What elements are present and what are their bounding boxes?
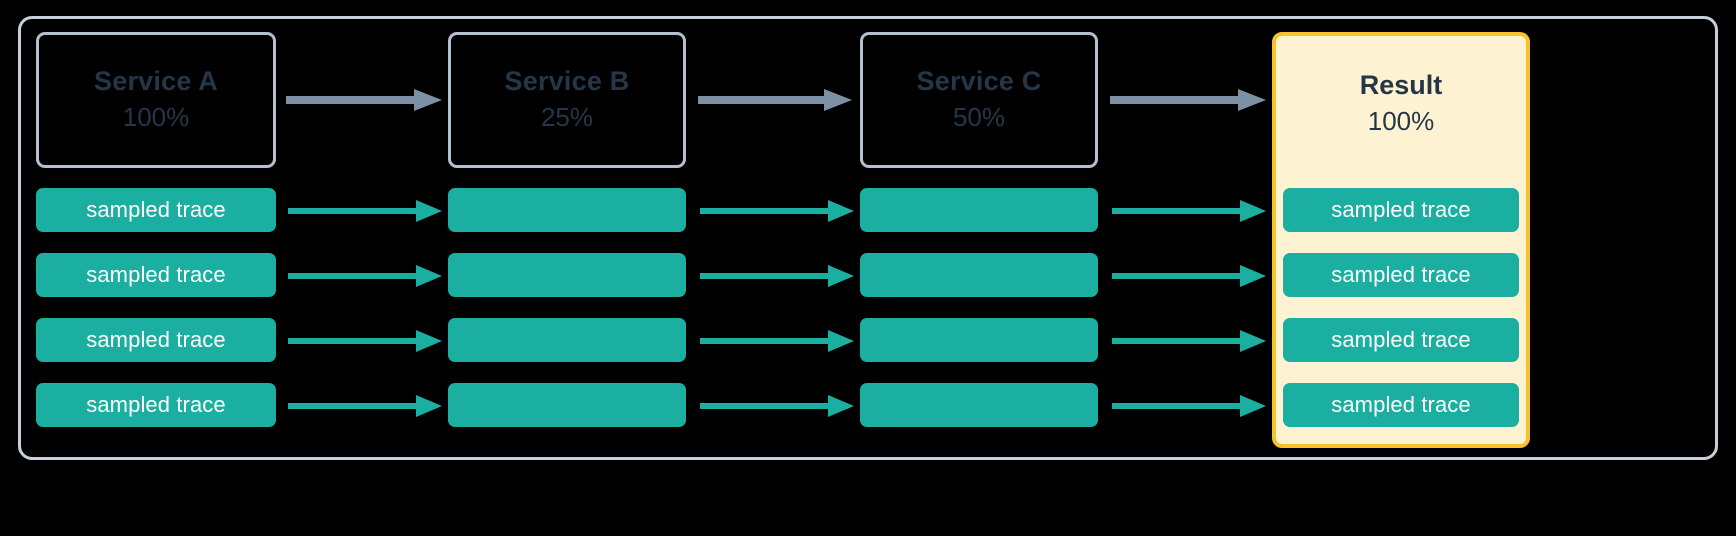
service-node-service-c[interactable]: Service C 50% <box>860 32 1098 168</box>
trace-bar[interactable]: sampled trace <box>36 188 276 232</box>
trace-arrow-icon <box>288 394 442 418</box>
trace-arrow-icon <box>700 394 854 418</box>
flow-arrow-icon <box>1110 87 1266 113</box>
service-node-rate: 25% <box>540 101 594 132</box>
service-node-title: Service B <box>504 65 630 96</box>
flow-arrow-icon <box>698 87 852 113</box>
stage-column-service-a: Service A 100% sampled trace sampled tra… <box>36 0 276 536</box>
trace-arrow-icon <box>700 329 854 353</box>
service-node-service-a[interactable]: Service A 100% <box>36 32 276 168</box>
result-node-rate: 100% <box>1367 105 1435 136</box>
trace-bar[interactable]: sampled trace <box>1283 318 1519 362</box>
trace-bar[interactable] <box>860 253 1098 297</box>
flow-arrow-icon <box>286 87 442 113</box>
service-node-service-b[interactable]: Service B 25% <box>448 32 686 168</box>
result-node-title: Result <box>1359 69 1443 100</box>
trace-bar[interactable]: sampled trace <box>36 253 276 297</box>
service-node-title: Service A <box>94 65 218 96</box>
trace-bar[interactable] <box>860 188 1098 232</box>
trace-arrow-icon <box>1112 329 1266 353</box>
diagram-outer-frame <box>18 16 1718 460</box>
trace-bar[interactable]: sampled trace <box>36 318 276 362</box>
trace-arrow-icon <box>1112 394 1266 418</box>
trace-bar[interactable] <box>448 188 686 232</box>
trace-arrow-icon <box>700 199 854 223</box>
service-node-rate: 50% <box>952 101 1006 132</box>
result-node-header: Result 100% <box>1276 36 1526 172</box>
trace-arrow-icon <box>288 329 442 353</box>
service-node-rate: 100% <box>122 101 190 132</box>
trace-bar[interactable] <box>860 318 1098 362</box>
service-node-title: Service C <box>916 65 1042 96</box>
trace-arrow-icon <box>288 199 442 223</box>
trace-arrow-icon <box>700 264 854 288</box>
trace-arrow-icon <box>288 264 442 288</box>
trace-arrow-icon <box>1112 264 1266 288</box>
trace-bar[interactable]: sampled trace <box>1283 253 1519 297</box>
trace-bar[interactable] <box>860 383 1098 427</box>
trace-bar[interactable]: sampled trace <box>36 383 276 427</box>
trace-arrow-icon <box>1112 199 1266 223</box>
trace-bar[interactable]: sampled trace <box>1283 383 1519 427</box>
result-node-panel[interactable]: Result 100% <box>1272 32 1530 448</box>
trace-bar[interactable]: sampled trace <box>1283 188 1519 232</box>
stage-column-service-b: Service B 25% <box>448 0 686 536</box>
stage-column-result: Result 100% sampled trace sampled trace … <box>1272 0 1530 536</box>
trace-bar[interactable] <box>448 318 686 362</box>
trace-bar[interactable] <box>448 383 686 427</box>
stage-column-service-c: Service C 50% <box>860 0 1098 536</box>
trace-bar[interactable] <box>448 253 686 297</box>
